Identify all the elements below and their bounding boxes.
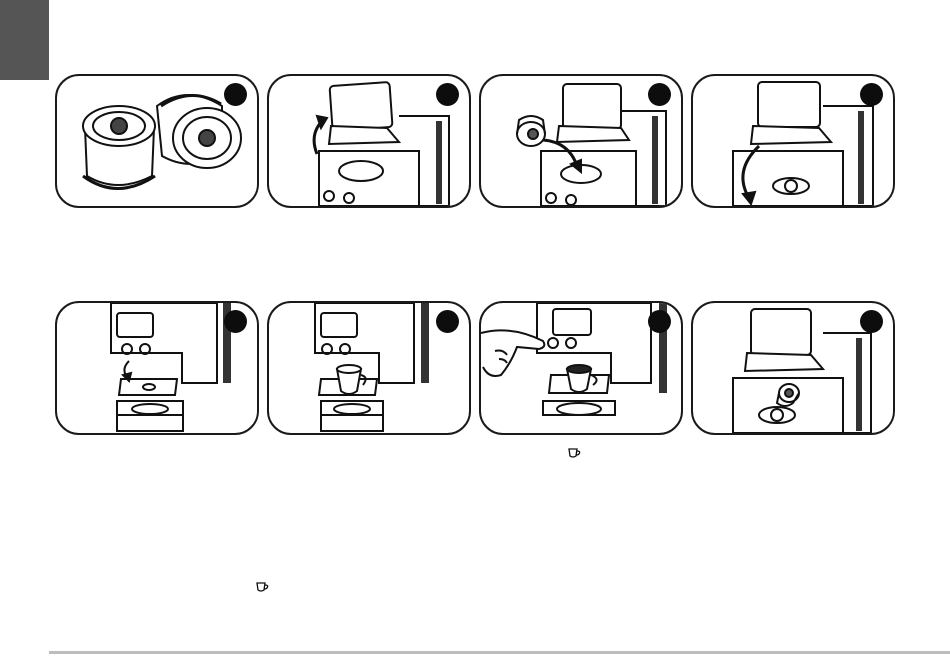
- step-marker: [224, 310, 247, 333]
- step-panel-press-button: [479, 301, 683, 435]
- step-marker: [860, 310, 883, 333]
- coffee-cup-icon: [568, 447, 582, 459]
- step-panel-place-cup: [267, 301, 471, 435]
- footer-rule: [49, 651, 950, 654]
- step-marker: [436, 310, 459, 333]
- section-tab: [0, 0, 49, 80]
- coffee-cup-icon: [256, 581, 270, 593]
- step-panel-eject-capsule: [691, 301, 895, 435]
- step-marker: [436, 83, 459, 106]
- step-panel-capsules: [55, 74, 259, 208]
- step-panel-lower-cup-tray: [55, 301, 259, 435]
- step-marker: [648, 83, 671, 106]
- step-marker: [860, 83, 883, 106]
- step-panel-lift-lever: [267, 74, 471, 208]
- step-panel-insert-capsule: [479, 74, 683, 208]
- step-panel-close-lever: [691, 74, 895, 208]
- step-marker: [648, 310, 671, 333]
- step-marker: [224, 83, 247, 106]
